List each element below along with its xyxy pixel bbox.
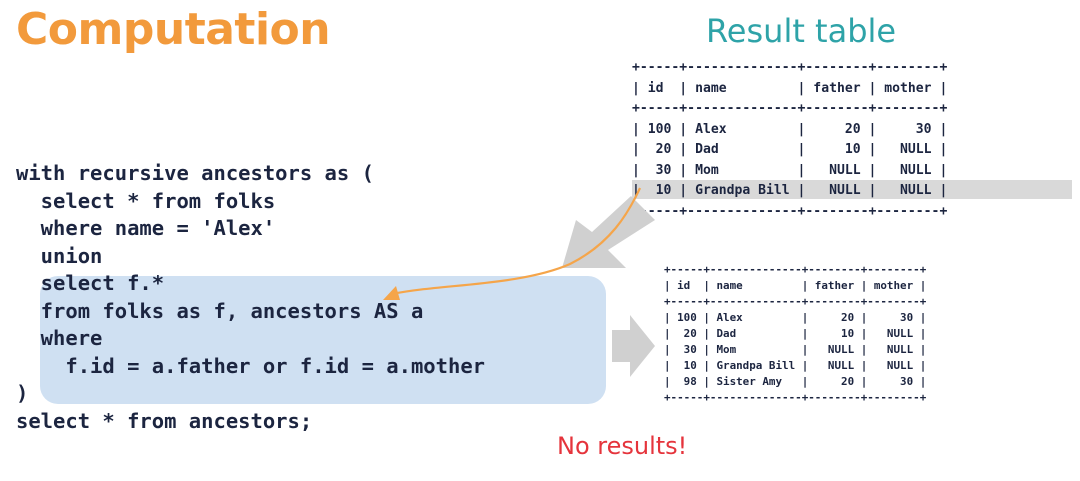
sql-line: from folks as f, ancestors AS a xyxy=(16,298,424,323)
highlighted-row-grandpa-bill xyxy=(632,180,1072,199)
sql-line: f.id = a.father or f.id = a.mother xyxy=(16,353,485,378)
recursive-part-highlight xyxy=(40,276,606,404)
no-results-message: No results! xyxy=(557,432,688,460)
gray-arrow-right xyxy=(612,315,655,377)
result-table: +-----+--------------+--------+--------+… xyxy=(632,58,947,222)
sql-line: select * from folks xyxy=(16,188,276,213)
sql-line: union xyxy=(16,243,103,268)
gray-arrow-down-left xyxy=(562,196,655,268)
table-row: | 30 | Mom | NULL | NULL | xyxy=(664,343,927,356)
sql-line: select f.* xyxy=(16,271,165,295)
sql-code-block: with recursive ancestors as ( select * f… xyxy=(16,160,485,435)
table-border: +-----+--------------+--------+--------+ xyxy=(664,391,927,404)
table-row: | 20 | Dad | 10 | NULL | xyxy=(664,327,927,340)
orange-arrowhead xyxy=(383,286,400,300)
sql-line: select * from ancestors; xyxy=(16,408,313,433)
table-header-row: | id | name | father | mother | xyxy=(632,80,948,96)
table-row: | 20 | Dad | 10 | NULL | xyxy=(632,142,948,157)
sql-line: where name = 'Alex' xyxy=(16,216,276,240)
table-row: | 100 | Alex | 20 | 30 | xyxy=(664,311,927,324)
sql-line: with recursive ancestors as ( xyxy=(16,161,374,185)
table-row: | 100 | Alex | 20 | 30 | xyxy=(632,121,948,137)
slide-title: Computation xyxy=(16,4,331,55)
table-border: +-----+--------------+--------+--------+ xyxy=(632,203,948,219)
orange-flow-arrow xyxy=(391,187,641,296)
table-border: +-----+--------------+--------+--------+ xyxy=(664,295,927,308)
table-header-row: | id | name | father | mother | xyxy=(664,279,927,292)
table-border: +-----+--------------+--------+--------+ xyxy=(632,60,948,75)
result-table-title: Result table xyxy=(706,12,897,50)
sql-line: ) xyxy=(16,381,29,405)
table-row: | 10 | Grandpa Bill | NULL | NULL | xyxy=(664,359,927,372)
table-row: | 98 | Sister Amy | 20 | 30 | xyxy=(664,375,927,388)
table-row: | 30 | Mom | NULL | NULL | xyxy=(632,162,948,178)
table-row: | 10 | Grandpa Bill | NULL | NULL | xyxy=(632,183,948,198)
table-border: +-----+--------------+--------+--------+ xyxy=(632,101,948,116)
second-result-table: +-----+--------------+--------+--------+… xyxy=(664,262,926,406)
sql-line: where xyxy=(16,326,103,350)
table-border: +-----+--------------+--------+--------+ xyxy=(664,263,927,276)
